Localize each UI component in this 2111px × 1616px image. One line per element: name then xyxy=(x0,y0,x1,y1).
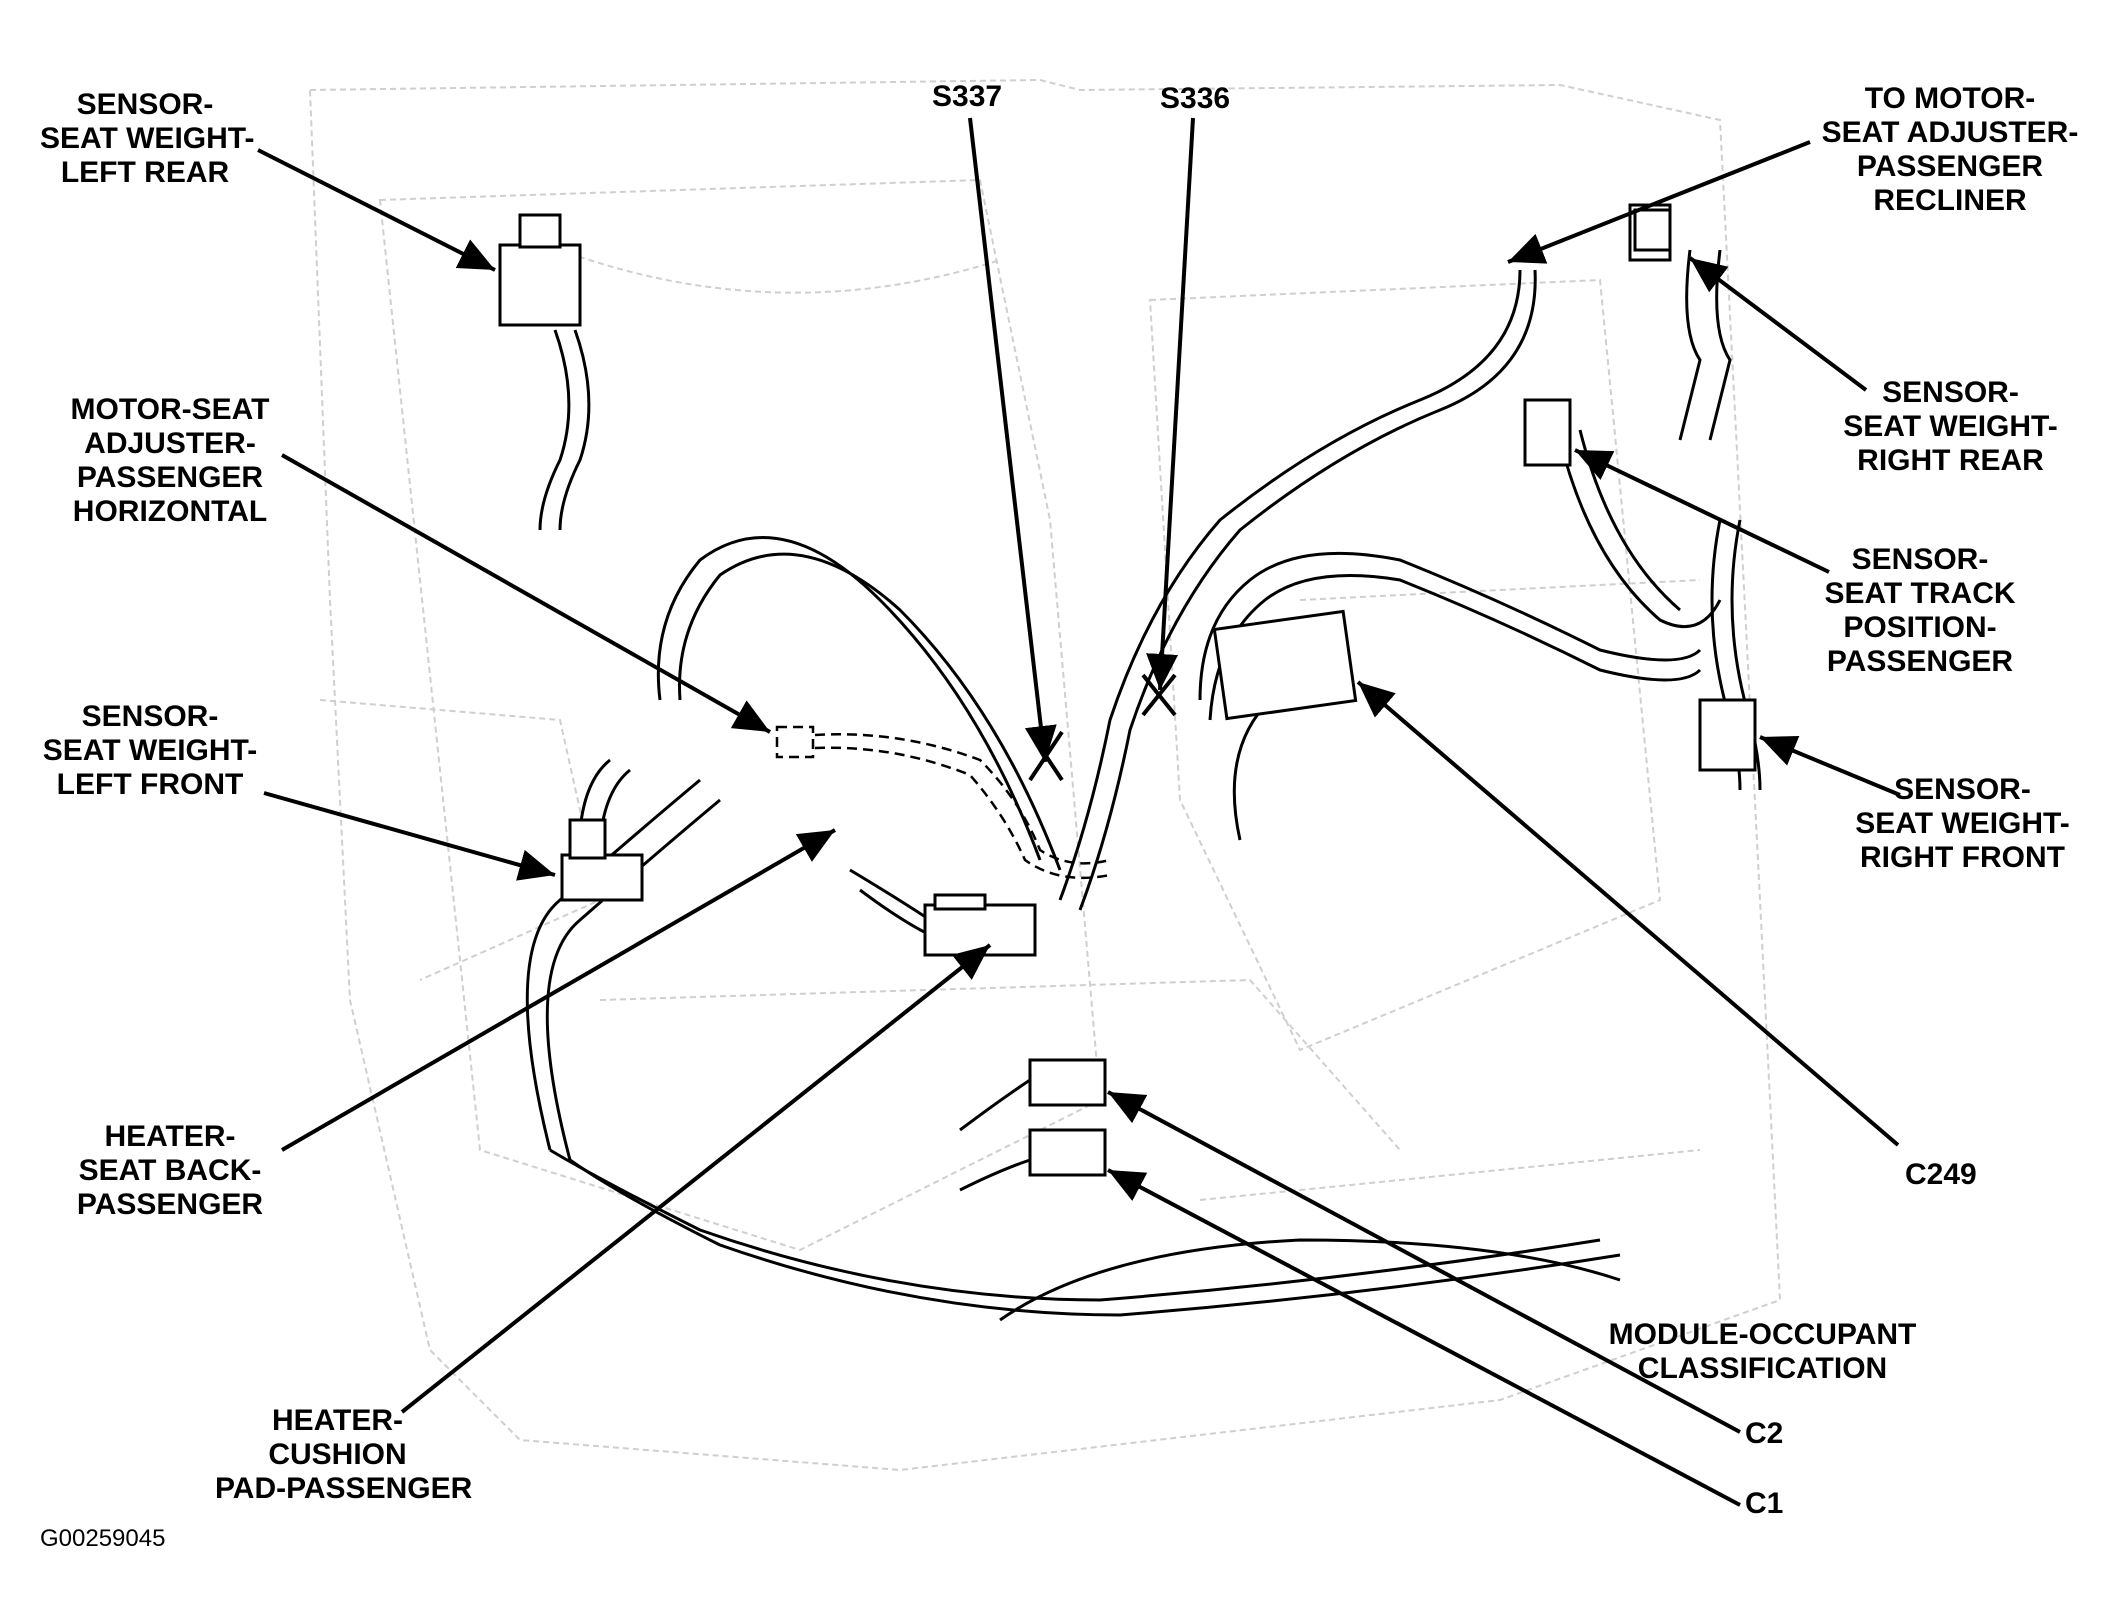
arrow-s337 xyxy=(968,117,1057,763)
arrow-left-rear-sensor xyxy=(257,148,496,272)
arrow-seat-track-sensor xyxy=(1574,448,1830,574)
label-splice-s336: S336 xyxy=(1160,82,1231,115)
label-sensor-seat-weight-right-rear: SENSOR- SEAT WEIGHT- RIGHT REAR xyxy=(1843,376,2058,477)
label-sensor-seat-weight-right-front: SENSOR- SEAT WEIGHT- RIGHT FRONT xyxy=(1855,773,2070,874)
label-sensor-seat-weight-left-rear: SENSOR- SEAT WEIGHT- LEFT REAR xyxy=(40,88,255,189)
leader-arrows xyxy=(257,117,1901,1507)
label-sensor-seat-weight-left-front: SENSOR- SEAT WEIGHT- LEFT FRONT xyxy=(42,700,258,801)
arrow-s336 xyxy=(1146,117,1195,691)
label-to-motor-seat-adjuster-passenger-recliner: TO MOTOR- SEAT ADJUSTER- PASSENGER RECLI… xyxy=(1821,82,2079,217)
splice-markers xyxy=(1028,673,1177,782)
label-connector-c2: C2 xyxy=(1745,1417,1784,1450)
seat-back-heater-connector xyxy=(923,903,1037,957)
arrow-left-front-sensor xyxy=(263,791,556,881)
cushion-heater-connector xyxy=(1028,1058,1107,1107)
arrow-c1 xyxy=(1107,1168,1741,1507)
arrow-right-front-sensor xyxy=(1759,735,1901,797)
label-heater-seat-back-passenger: HEATER- SEAT BACK- PASSENGER xyxy=(76,1120,264,1221)
right-front-sensor-connector xyxy=(1698,698,1757,772)
arrow-seat-back-heater xyxy=(280,828,837,1152)
wiring-harness xyxy=(525,249,1762,1322)
label-module-occupant-classification: MODULE-OCCUPANT CLASSIFICATION xyxy=(1608,1318,1917,1385)
figure-code: G00259045 xyxy=(40,1525,166,1552)
arrow-c2 xyxy=(1107,1090,1741,1434)
label-connector-c249: C249 xyxy=(1905,1158,1977,1191)
label-heater-cushion-pad-passenger: HEATER- CUSHION PAD-PASSENGER xyxy=(215,1404,473,1505)
arrow-right-rear-sensor xyxy=(1688,256,1868,392)
arrow-recliner xyxy=(1507,140,1811,264)
arrow-horizontal-motor xyxy=(281,453,771,734)
arrow-c249 xyxy=(1356,680,1900,1147)
label-sensor-seat-track-position-passenger: SENSOR- SEAT TRACK POSITION- PASSENGER xyxy=(1824,543,2016,678)
horizontal-motor-lead xyxy=(775,725,1111,880)
seat-track-sensor-connector xyxy=(1523,398,1572,467)
arrow-cushion-heater xyxy=(400,943,992,1414)
label-connector-c1: C1 xyxy=(1745,1487,1784,1520)
connectors xyxy=(498,203,1757,1177)
left-front-sensor-connector xyxy=(560,853,644,902)
left-rear-sensor-connector xyxy=(498,243,582,327)
label-motor-seat-adjuster-passenger-horizontal: MOTOR-SEAT ADJUSTER- PASSENGER HORIZONTA… xyxy=(70,393,270,528)
label-splice-s337: S337 xyxy=(932,80,1003,113)
c249-connector xyxy=(1212,609,1358,721)
right-rear-sensor-connector xyxy=(1633,208,1672,252)
seat-frame-background xyxy=(308,78,1782,1472)
